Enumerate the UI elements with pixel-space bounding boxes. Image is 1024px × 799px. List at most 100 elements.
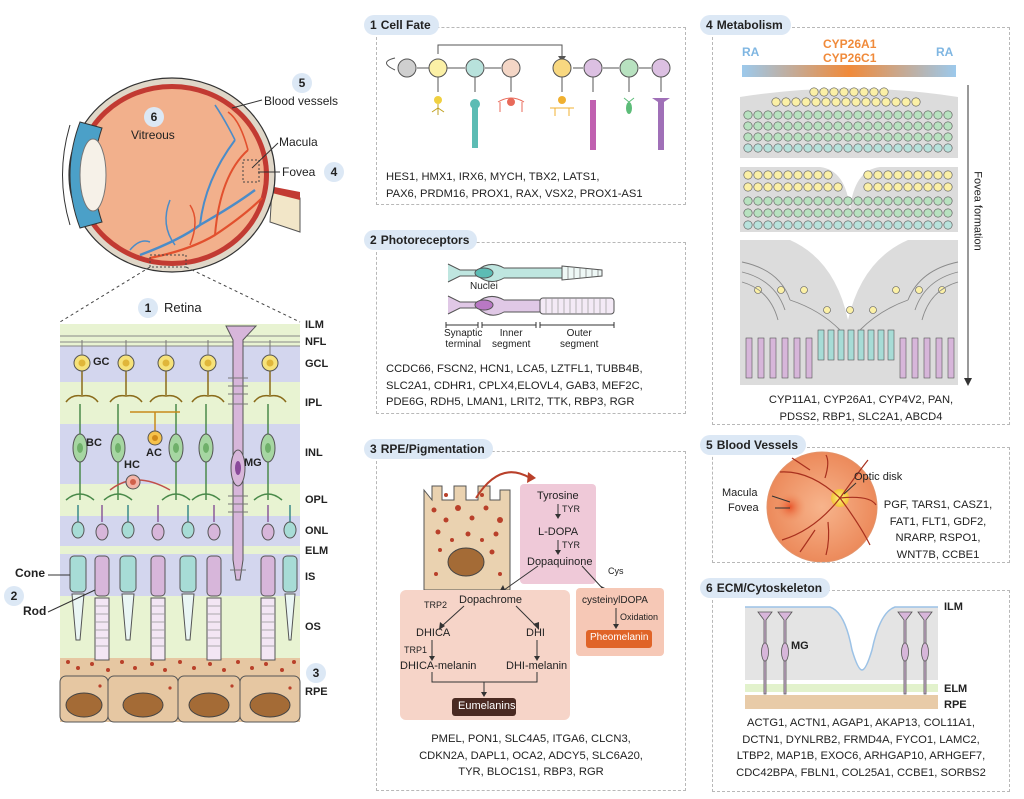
metabolism-cell	[943, 121, 953, 131]
metabolism-cell	[853, 220, 863, 230]
metabolism-genes: CYP11A1, CYP26A1, CYP4V2, PAN, PDSS2, RB…	[714, 392, 1008, 425]
trp2-label: TRP2	[424, 600, 448, 610]
metabolism-cell	[873, 208, 883, 218]
ra-right-label: RA	[936, 45, 954, 59]
cell-fate-lineage-diagram	[386, 44, 671, 150]
metabolism-cell	[773, 170, 783, 180]
metabolism-cell	[893, 208, 903, 218]
gene-line: PGF, TARS1, CASZ1,	[883, 499, 993, 511]
metabolism-cell	[923, 182, 933, 192]
metabolism-cell	[753, 170, 763, 180]
metabolism-cell	[883, 220, 893, 230]
mg-label: MG	[244, 457, 262, 469]
metabolism-cell	[793, 220, 803, 230]
metabolism-cell	[873, 196, 883, 206]
metabolism-ganglion	[869, 306, 877, 314]
metabolism-cell	[853, 132, 863, 142]
metabolism-cell	[883, 208, 893, 218]
metabolism-cell	[743, 196, 753, 206]
dhi-label: DHI	[526, 627, 545, 639]
ac-label: AC	[146, 447, 162, 459]
metabolism-cell	[853, 110, 863, 120]
metabolism-cell	[901, 97, 911, 107]
metabolism-cell	[923, 220, 933, 230]
metabolism-cell	[823, 196, 833, 206]
cell-fate-genes: HES1, HMX1, IRX6, MYCH, TBX2, LATS1, PAX…	[386, 169, 643, 202]
metabolism-cell	[743, 182, 753, 192]
panel-number: 1	[370, 18, 377, 32]
metabolism-cell	[933, 170, 943, 180]
metabolism-cell	[893, 182, 903, 192]
metabolism-cell	[839, 87, 849, 97]
metabolism-cell	[763, 196, 773, 206]
metabolism-cell	[863, 220, 873, 230]
gene-line: HES1, HMX1, IRX6, MYCH, TBX2, LATS1,	[386, 171, 600, 183]
metabolism-cell	[903, 143, 913, 153]
metabolism-cell	[753, 196, 763, 206]
fundus-diagram	[766, 451, 878, 563]
fovea-formation-label: Fovea formation	[971, 171, 984, 251]
metabolism-cell	[743, 110, 753, 120]
metabolism-cell	[793, 121, 803, 131]
metabolism-ganglion	[800, 286, 808, 294]
metabolism-cell	[823, 121, 833, 131]
metabolism-cell	[803, 208, 813, 218]
metabolism-cell	[883, 143, 893, 153]
metabolism-cell	[843, 208, 853, 218]
metabolism-cell	[813, 110, 823, 120]
cyp26c1-label: CYP26C1	[823, 51, 877, 65]
metabolism-cell	[863, 132, 873, 142]
metabolism-cell	[823, 182, 833, 192]
metabolism-cell	[933, 121, 943, 131]
metabolism-cell	[893, 121, 903, 131]
metabolism-cell	[943, 196, 953, 206]
metabolism-cell	[873, 143, 883, 153]
gene-line: DCTN1, DYNLRB2, FRMD4A, FYCO1, LAMC2,	[742, 733, 980, 746]
metabolism-cell	[933, 208, 943, 218]
metabolism-cell	[943, 220, 953, 230]
metabolism-cell	[803, 196, 813, 206]
metabolism-cell	[863, 121, 873, 131]
metabolism-cell	[863, 208, 873, 218]
metabolism-cell	[743, 220, 753, 230]
metabolism-cell	[823, 143, 833, 153]
metabolism-cell	[791, 97, 801, 107]
gc-label: GC	[93, 356, 110, 368]
metabolism-cell	[823, 220, 833, 230]
blood-vessels-panel	[712, 447, 1010, 563]
metabolism-cell	[743, 121, 753, 131]
bipolar-cells	[65, 404, 283, 501]
blood-vessels-label: Blood vessels	[264, 94, 339, 108]
metabolism-cell	[813, 132, 823, 142]
metabolism-cell	[843, 110, 853, 120]
metabolism-cell	[893, 132, 903, 142]
metabolism-cell	[833, 196, 843, 206]
eye-marker-6: 6	[144, 107, 164, 127]
inner-segment-label: Inner segment	[492, 328, 531, 350]
ecm-mg-label: MG	[791, 640, 809, 652]
metabolism-fovea-diagram	[740, 65, 972, 386]
gene-line: PAX6, PRDM16, PROX1, RAX, VSX2, PROX1-AS…	[386, 187, 643, 200]
layer-is: IS	[305, 571, 316, 583]
metabolism-cell	[843, 132, 853, 142]
rod-cell	[260, 505, 276, 661]
rpe-cells	[59, 660, 301, 723]
metabolism-cell	[819, 87, 829, 97]
metabolism-cell	[923, 110, 933, 120]
metabolism-cell	[793, 143, 803, 153]
metabolism-cell	[863, 143, 873, 153]
metabolism-cell	[803, 220, 813, 230]
metabolism-cell	[863, 196, 873, 206]
metabolism-ganglion	[777, 286, 785, 294]
metabolism-cell	[793, 110, 803, 120]
ldopa-label: L-DOPA	[538, 526, 579, 538]
layer-os: OS	[305, 621, 321, 633]
metabolism-cell	[923, 132, 933, 142]
ra-left-label: RA	[742, 45, 760, 59]
metabolism-cell	[913, 143, 923, 153]
metabolism-cell	[933, 143, 943, 153]
gene-line: CDKN2A, DAPL1, OCA2, ADCY5, SLC6A20,	[419, 749, 643, 762]
tyr-enzyme-2: TYR	[562, 540, 580, 550]
nuclei-label: Nuclei	[470, 281, 498, 292]
